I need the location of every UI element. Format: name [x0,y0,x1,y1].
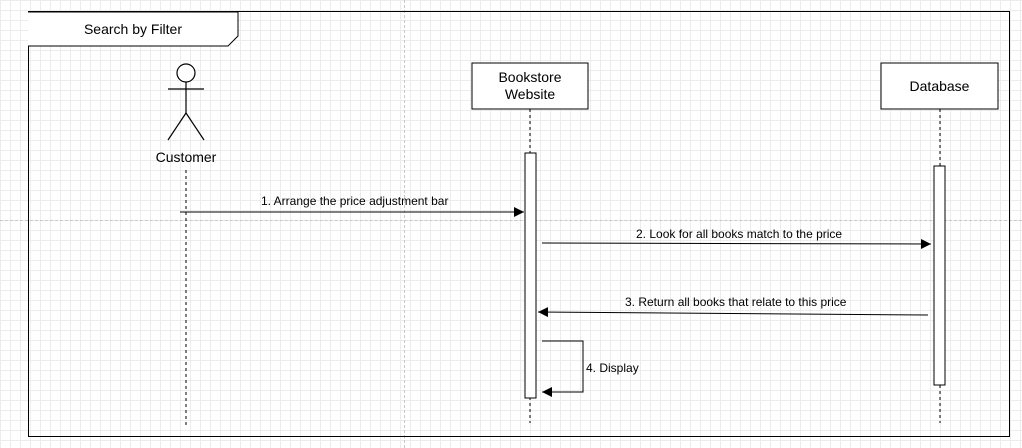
frame-title-tab[interactable] [28,11,239,47]
bookstore-website-activation[interactable] [524,152,537,399]
bookstore-website-label: Bookstore Website [498,69,562,102]
database-label: Database [909,77,970,94]
sequence-frame[interactable] [28,11,1010,437]
horizontal-guide-line [0,220,1022,221]
message-1-label: 1. Arrange the price adjustment bar [261,194,449,208]
vertical-guide-line [404,0,405,448]
message-2-arrow[interactable] [541,238,932,249]
bookstore-website-box[interactable] [471,62,589,110]
message-2-label: 2. Look for all books match to the price [636,227,843,241]
message-4-label: 4. Display [586,361,639,375]
message-3-arrow[interactable] [537,307,929,318]
customer-label: Customer [155,149,217,165]
database-activation[interactable] [933,165,946,386]
message-3-label: 3. Return all books that relate to this … [625,295,847,309]
frame-title: Search by Filter [83,21,183,37]
database-box[interactable] [880,62,999,110]
customer-actor-icon[interactable] [167,63,205,141]
message-4-arrow[interactable] [542,340,584,397]
